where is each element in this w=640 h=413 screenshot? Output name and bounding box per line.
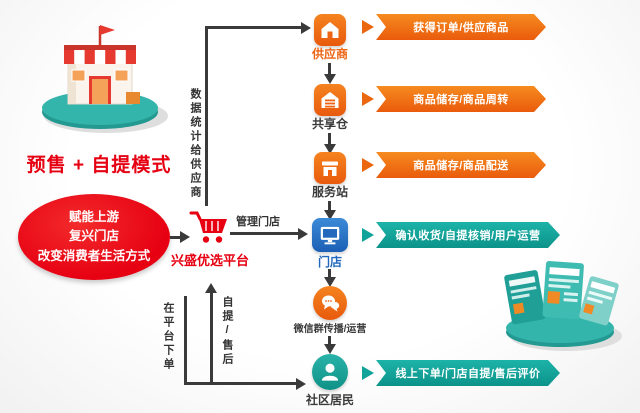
service-station-node-label: 服务站 [311,185,348,199]
mission-ellipse: 赋能上游 复兴门店 改变消费者生活方式 [18,194,170,280]
service-station-icon [322,161,338,176]
warehouse-banner: 商品储存/商品周转 [376,86,546,112]
chain-arrow-line [328,336,331,345]
supplier-banner: 获得订单/供应商品 [376,14,546,40]
chat-bubbles-icon [322,295,340,312]
warehouse-icon [321,92,339,108]
supplier-node-label: 供应商 [311,47,348,61]
order-on-platform-label: 在平台下单 [162,302,174,372]
data-flow-line-vertical [205,26,208,206]
store-node [312,218,348,252]
banner-arrow-icon [362,228,374,242]
arrow-right-icon [301,22,311,34]
storefront-monitor-icon [320,226,340,245]
chain-arrow-line [328,63,331,75]
arrow-down-icon [324,74,336,84]
service-station-node [314,152,346,184]
chain-arrow-line [328,201,331,211]
shared-warehouse-node-label: 共享仓 [311,117,348,131]
cart-icon [189,211,227,243]
model-title: 预售 + 自提模式 [26,155,172,176]
arrow-up-icon [205,283,217,293]
store-node-label: 门店 [317,255,342,269]
shop-illustration [42,25,168,133]
data-flow-line-horizontal [205,26,303,29]
community-residents-node-label: 社区居民 [305,393,354,407]
arrow-right-icon [296,378,306,390]
arrow-down-icon [324,344,336,354]
mission-to-platform-line [170,236,184,239]
platform-label: 兴盛优选平台 [170,253,249,268]
arrow-right-icon [180,231,190,243]
manage-store-label: 管理门店 [236,216,280,228]
arrow-right-icon [298,228,308,240]
banner-arrow-icon [362,20,374,34]
chain-arrow-line [328,133,331,145]
mission-line-1: 赋能上游 [68,209,119,224]
store-banner: 确认收货/自提核销/用户运营 [376,222,560,248]
order-flow-line-horizontal [184,382,298,385]
manage-store-line [230,232,300,235]
supplier-node [314,14,346,46]
pickup-aftersale-label: 自提/售后 [221,296,233,367]
chain-arrow-line [328,269,331,278]
mission-line-3: 改变消费者生活方式 [37,248,151,263]
residents-banner: 线上下单/门店自提/售后评价 [376,360,560,386]
person-icon [321,363,339,381]
community-residents-node [312,354,348,390]
data-to-supplier-label: 数据统计给供应商 [189,88,201,200]
banner-arrow-icon [362,366,374,380]
house-icon [321,22,339,38]
pickup-flow-line-vertical [210,292,213,385]
wechat-group-node [313,286,347,320]
banner-arrow-icon [362,92,374,106]
shared-warehouse-node [314,84,346,116]
arrow-down-icon [324,277,336,287]
mission-line-2: 复兴门店 [68,229,119,244]
wechat-group-node-label: 微信群传播/运营 [293,324,367,335]
arrow-down-icon [324,210,336,220]
service-station-banner: 商品储存/商品配送 [376,152,546,178]
arrow-down-icon [324,144,336,154]
screens-illustration [504,261,622,351]
banner-arrow-icon [362,158,374,172]
order-flow-line-vertical [184,296,187,385]
